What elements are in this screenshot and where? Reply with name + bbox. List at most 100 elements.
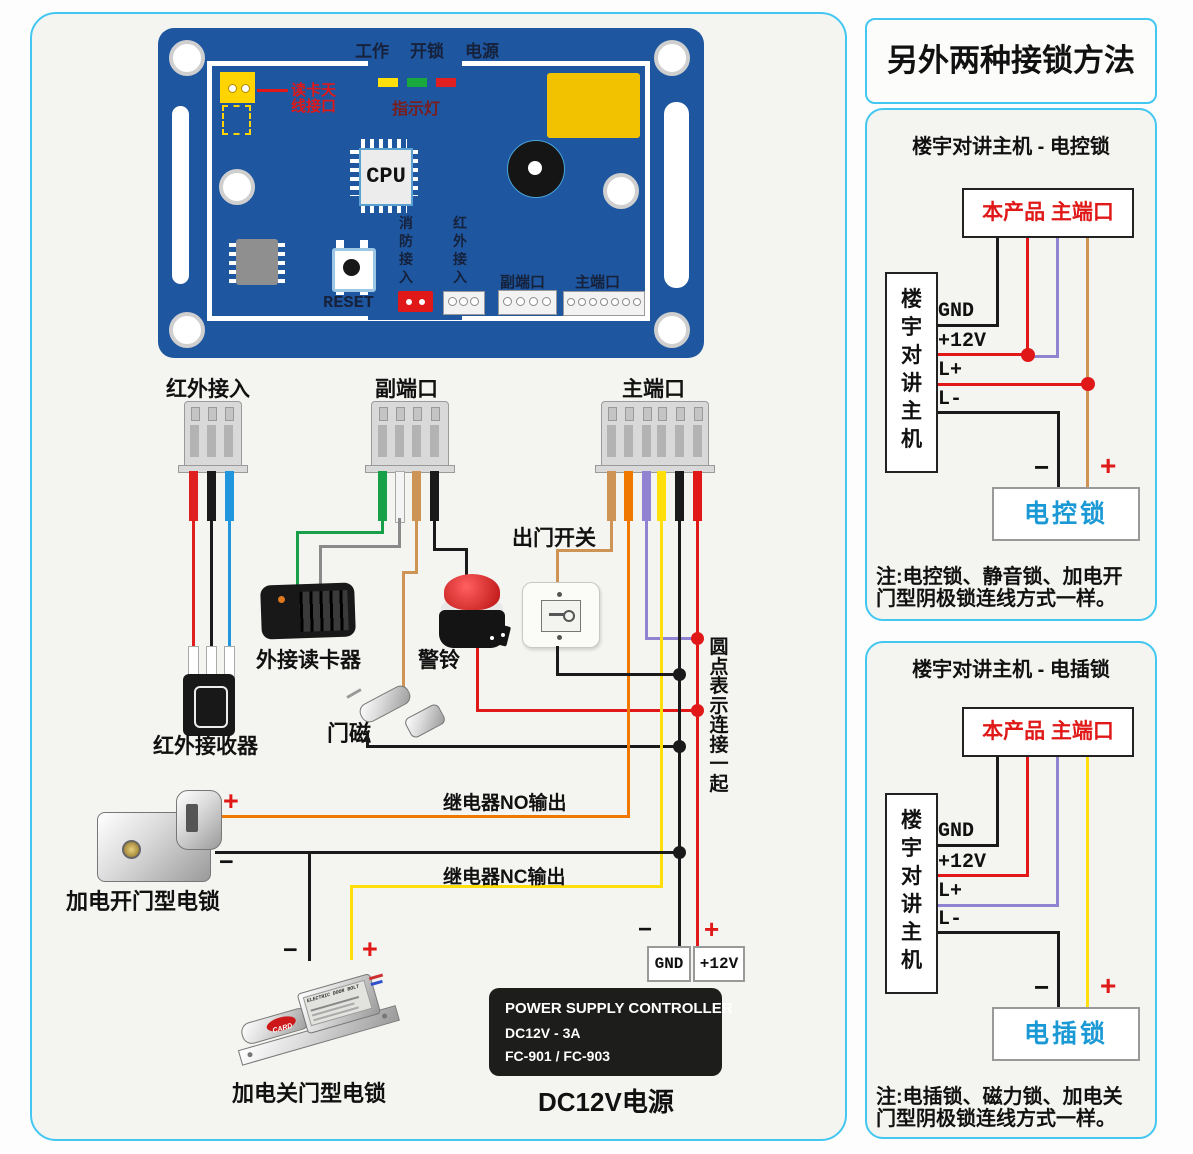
p1-wire-lminus-black: [935, 411, 1060, 414]
ir-in-label: 红外接入: [166, 378, 250, 401]
p2-minus: −: [1034, 972, 1050, 1002]
switch-screw: [557, 635, 562, 640]
lock-open-label: 加电开门型电锁: [66, 889, 221, 914]
wire-stub-red: [189, 471, 198, 521]
p1-wire-lplus-red: [935, 383, 1091, 386]
mounting-hole: [603, 173, 639, 209]
sub-port-label: 副端口: [375, 378, 438, 401]
p2-lock-label: 电插锁: [1023, 1020, 1108, 1048]
wire-switch-black: [556, 646, 559, 676]
bolt-lock-wires: [370, 979, 383, 987]
led-red: [436, 78, 456, 87]
wire-black: [465, 548, 468, 581]
fire-port-label: 消防接入: [399, 215, 413, 285]
sub-port-pcb-label: 副端口: [500, 274, 546, 291]
power-supply-controller: [489, 988, 722, 1076]
connector-slot: [430, 425, 439, 457]
connector-notch: [208, 407, 217, 421]
junction-dot-red: [691, 704, 704, 717]
led-green: [407, 78, 427, 87]
wire-relay-nc: [350, 885, 663, 888]
connector-slot: [207, 425, 216, 457]
ir-port-label: 红外接入: [453, 215, 467, 285]
wire-stub-green: [378, 471, 387, 521]
p1-wire-purple: [1056, 234, 1059, 358]
p1-wire-black: [935, 324, 999, 327]
fire-connector-pin: [406, 299, 412, 305]
p2-v12: +12V: [938, 851, 987, 874]
pcb-pin-hole: [503, 297, 512, 306]
connector-notch: [431, 407, 440, 421]
connector-slot: [378, 425, 387, 457]
cpu-chip: CPU: [359, 148, 413, 206]
connector-slot: [412, 425, 421, 457]
p1-minus: −: [1034, 452, 1050, 482]
connector-notch: [694, 407, 703, 421]
panel1-title: 楼宇对讲主机 - 电控锁: [912, 136, 1110, 158]
antenna-pin: [241, 84, 250, 93]
led-name-unlock: 开锁: [410, 42, 444, 61]
connector-slot: [657, 425, 666, 457]
pcb-pin-hole: [622, 298, 630, 306]
junction-dot-black: [673, 846, 686, 859]
pcb-pin-hole: [600, 298, 608, 306]
p1-product-label: 本产品 主端口: [982, 201, 1114, 224]
main-port-pcb-label: 主端口: [575, 274, 621, 291]
wire-ir-blue: [228, 518, 231, 648]
antenna-pointer-line: [257, 89, 288, 92]
wire-switch-black: [556, 673, 682, 676]
wire-main-tan: [610, 518, 613, 552]
switch-screw: [557, 592, 562, 597]
p2-wire-lminus-black: [1057, 931, 1060, 1009]
wire-stub-tan: [607, 471, 616, 521]
reset-leg: [360, 240, 368, 249]
wire-gray: [319, 545, 322, 587]
wire-gray: [319, 545, 401, 548]
card-reader-label: 外接读卡器: [256, 649, 361, 672]
p1-junction-dot: [1081, 377, 1095, 391]
lock1-plus: +: [223, 786, 239, 816]
bell-label: 警铃: [418, 649, 460, 672]
pcb-frame-gap-top: [368, 58, 462, 70]
wire-stub-purple: [642, 471, 651, 521]
p1-wire-tan: [1086, 234, 1089, 488]
cpu-label: CPU: [366, 164, 406, 189]
psu-line1: POWER SUPPLY CONTROLLER: [505, 1000, 733, 1017]
led-yellow: [378, 78, 398, 87]
alarm-bell-dome: [444, 574, 500, 610]
side-title: 另外两种接锁方法: [887, 43, 1135, 78]
antenna-pin: [228, 84, 237, 93]
ir-receiver-label: 红外接收器: [153, 735, 258, 758]
wire-tan: [415, 518, 418, 574]
fire-connector-pin: [419, 299, 425, 305]
mounting-hole: [169, 312, 205, 348]
p2-lock-box: 电插锁: [992, 1007, 1140, 1061]
wire-relay-nc: [350, 885, 353, 960]
wire-main-tan: [556, 549, 559, 584]
connector-slot: [190, 425, 199, 457]
dots-note: 圆点表示连接一起: [709, 637, 729, 795]
electric-rim-lock-block: [176, 790, 222, 850]
p2-lplus: L+: [938, 880, 963, 903]
card-reader-grooves: [299, 590, 349, 632]
wire-stub-black: [207, 471, 216, 521]
p1-note-line2: 门型阴极锁连线方式一样。: [876, 588, 1116, 610]
wire-bell-red: [476, 709, 698, 712]
buzzer-hole: [528, 161, 542, 175]
connector-base: [595, 465, 715, 473]
cpu-pins-left: [350, 150, 359, 196]
panel2-title: 楼宇对讲主机 - 电插锁: [912, 659, 1110, 681]
fire-connector: [398, 291, 433, 312]
exit-switch-button[interactable]: [541, 600, 581, 632]
connector-notch: [676, 407, 685, 421]
key-icon: [563, 610, 575, 622]
rim-lock-keyhole: [122, 840, 141, 859]
p1-gnd: GND: [938, 300, 975, 323]
p1-lplus: L+: [938, 359, 963, 382]
pcb-slot-right: [664, 102, 689, 288]
wire-green: [296, 531, 384, 534]
p1-plus: +: [1100, 450, 1117, 481]
ic-chip: [236, 239, 278, 285]
antenna-dashed-outline: [222, 105, 251, 135]
